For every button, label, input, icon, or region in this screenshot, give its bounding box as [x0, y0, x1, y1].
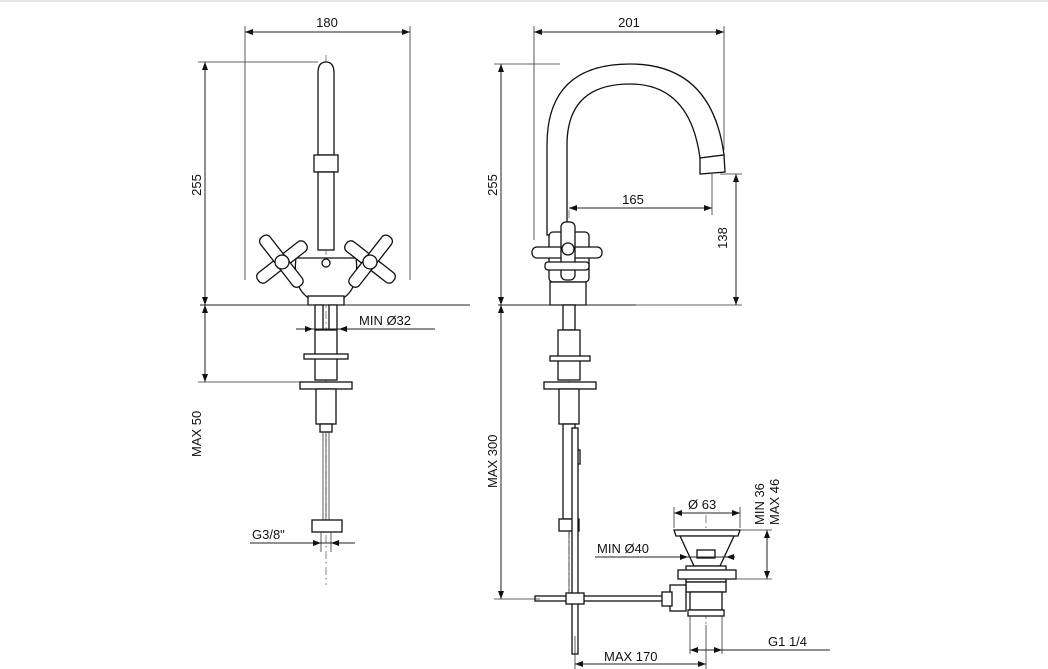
side-width-dim: 201: [618, 15, 640, 30]
waste-view: Ø 63 MIN Ø40 MIN 36 MAX 46 G1 1/4 MAX 17…: [574, 479, 830, 669]
front-width-dim: 180: [316, 15, 338, 30]
waste-diameter-dim: Ø 63: [688, 497, 716, 512]
waste-min-hole-dim: MIN Ø40: [597, 541, 649, 556]
waste-max-rod-dim: MAX 170: [604, 649, 657, 664]
side-spout-height-dim: 138: [715, 227, 730, 249]
waste-max-depth-dim: MAX 46: [767, 479, 782, 525]
front-max-thickness-dim: MAX 50: [189, 411, 204, 457]
side-height-dim: 255: [485, 174, 500, 196]
side-reach-dim: 165: [622, 192, 644, 207]
side-view: 201 255 165 138 MAX 300: [485, 15, 742, 655]
waste-min-depth-dim: MIN 36: [752, 483, 767, 525]
front-height-dim: 255: [189, 174, 204, 196]
front-min-hole-dim: MIN Ø32: [359, 313, 411, 328]
front-connection-dim: G3/8": [252, 527, 285, 542]
front-view: 180 255 MAX 50 MIN Ø32 G3/8": [189, 15, 470, 585]
side-max-length-dim: MAX 300: [485, 435, 500, 488]
waste-thread-dim: G1 1/4: [768, 634, 807, 649]
